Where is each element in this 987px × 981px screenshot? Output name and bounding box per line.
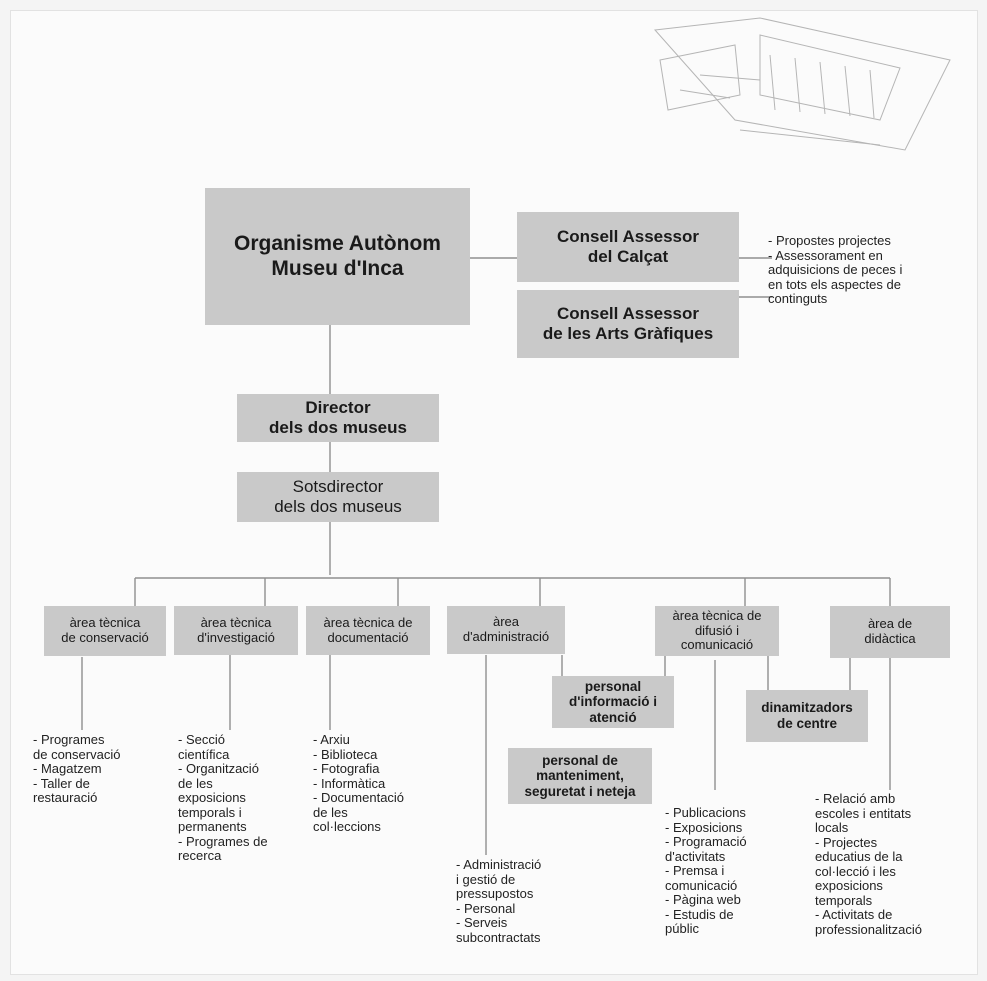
didactica-tasks-list: - Relació amb escoles i entitats locals … — [815, 791, 922, 937]
director-box: Director dels dos museus — [237, 394, 439, 442]
investigacio-tasks-list: - Secció científica - Organització de le… — [178, 732, 268, 864]
diagram-frame — [10, 10, 978, 975]
sotsdirector-box: Sotsdirector dels dos museus — [237, 472, 439, 522]
dinamitzadors-label: dinamitzadors de centre — [761, 700, 853, 731]
area-difusio-box: àrea tècnica de difusió i comunicació — [655, 606, 779, 656]
director-label: Director dels dos museus — [269, 398, 407, 437]
area-administracio-label: àrea d'administració — [462, 614, 550, 644]
area-documentacio-box: àrea tècnica de documentació — [306, 606, 430, 655]
dinamitzadors-box: dinamitzadors de centre — [746, 690, 868, 742]
consell-assessor-calcat-label: Consell Assessor del Calçat — [556, 227, 700, 266]
area-investigacio-box: àrea tècnica d'investigació — [174, 606, 298, 655]
consell-functions-note: - Propostes projectes - Assessorament en… — [768, 233, 903, 307]
conservacio-tasks-list: - Programes de conservació - Magatzem - … — [33, 732, 121, 806]
documentacio-tasks-list: - Arxiu - Biblioteca - Fotografia - Info… — [313, 732, 405, 835]
area-didactica-label: àrea de didàctica — [864, 616, 916, 646]
organisme-autonom-label: Organisme Autònom Museu d'Inca — [234, 232, 441, 280]
area-administracio-box: àrea d'administració — [447, 606, 565, 654]
difusio-tasks-list: - Publicacions - Exposicions - Programac… — [665, 805, 747, 937]
sotsdirector-label: Sotsdirector dels dos museus — [274, 477, 402, 516]
area-difusio-label: àrea tècnica de difusió i comunicació — [672, 608, 762, 653]
area-conservacio-box: àrea tècnica de conservació — [44, 606, 166, 656]
consell-assessor-calcat-box: Consell Assessor del Calçat — [517, 212, 739, 282]
personal-manteniment-label: personal de manteniment, seguretat i net… — [524, 752, 636, 799]
consell-assessor-arts-label: Consell Assessor de les Arts Gràfiques — [542, 304, 714, 343]
consell-assessor-arts-box: Consell Assessor de les Arts Gràfiques — [517, 290, 739, 358]
personal-informacio-label: personal d'informació i atenció — [569, 678, 657, 725]
area-didactica-box: àrea de didàctica — [830, 606, 950, 658]
area-conservacio-label: àrea tècnica de conservació — [61, 615, 149, 645]
administracio-tasks-list: - Administració i gestió de pressupostos… — [456, 857, 542, 945]
personal-informacio-box: personal d'informació i atenció — [552, 676, 674, 728]
organisme-autonom-box: Organisme Autònom Museu d'Inca — [205, 188, 470, 325]
area-investigacio-label: àrea tècnica d'investigació — [197, 614, 275, 645]
area-documentacio-label: àrea tècnica de documentació — [323, 614, 413, 645]
personal-manteniment-box: personal de manteniment, seguretat i net… — [508, 748, 652, 804]
